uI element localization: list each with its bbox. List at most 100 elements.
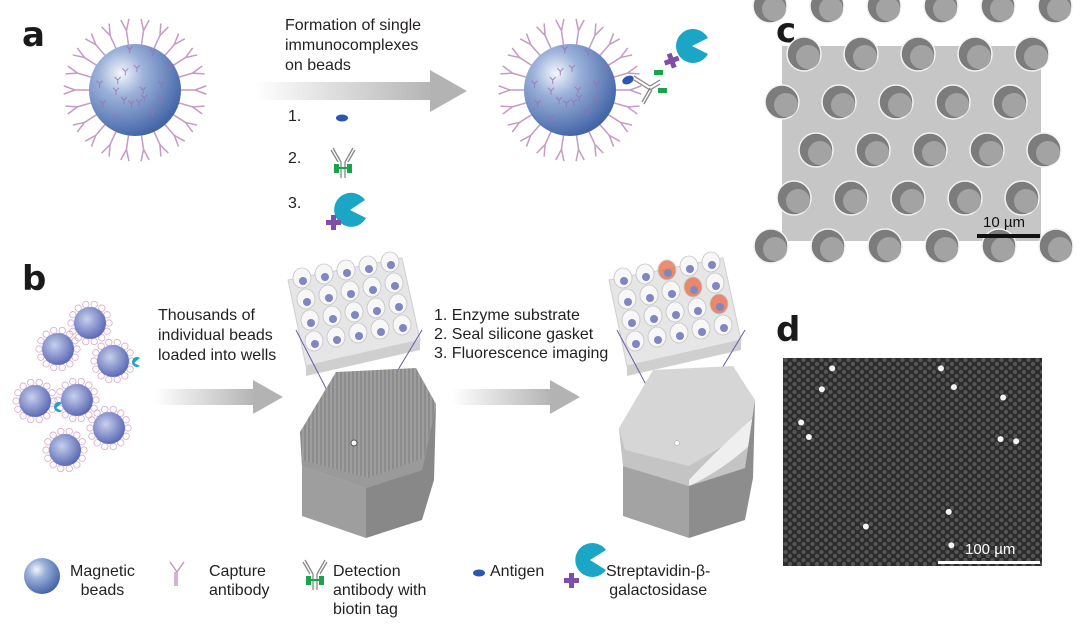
positive-well (664, 269, 672, 277)
bead-in-well (764, 84, 800, 120)
legend-label-detection-antibody: Detection antibody with biotin tag (333, 563, 427, 618)
well-array-magnified (287, 251, 421, 376)
panel-d-scale-bar (938, 561, 1040, 564)
fluorescence-image (783, 358, 1042, 566)
step-1-number: 1. (288, 108, 302, 125)
fluorescent-well-spot (829, 365, 836, 372)
well (325, 294, 333, 302)
bead-in-well (776, 180, 812, 216)
fluorescent-well-spot (862, 523, 869, 530)
panel-b-arrow2 (452, 380, 580, 414)
bead-in-well (810, 228, 846, 264)
magnetic-bead-icon (49, 434, 81, 466)
bead-in-well (1014, 36, 1050, 72)
step-3-number: 3. (288, 195, 302, 212)
well (676, 332, 684, 340)
capture-antibody-icon (596, 121, 621, 147)
bead-in-well (912, 132, 948, 168)
capture-antibody-icon (507, 47, 536, 68)
bead-in-well (924, 228, 960, 264)
well (311, 340, 319, 348)
bead-in-well (878, 84, 914, 120)
bead-in-well (1004, 180, 1040, 216)
well (303, 298, 311, 306)
well (650, 315, 658, 323)
positive-well (690, 286, 698, 294)
capture-antibody-icon (72, 47, 101, 68)
capture-antibody-icon (536, 127, 554, 157)
capture-antibody-icon (500, 101, 530, 115)
well-array-chip (295, 329, 436, 538)
well (387, 261, 395, 269)
bead-in-well (798, 132, 834, 168)
bead-in-well (900, 36, 936, 72)
well (712, 282, 720, 290)
panel-a-arrow-caption: Formation of single immunocomplexes on b… (285, 17, 422, 74)
panel-b-arrow1-caption: Thousands of individual beads loaded int… (158, 307, 277, 364)
capture-antibody-icon (519, 121, 544, 147)
well (668, 290, 676, 298)
well (299, 277, 307, 285)
well (399, 324, 407, 332)
bead-in-well (786, 36, 822, 72)
bead-in-well (1038, 228, 1074, 264)
well (391, 282, 399, 290)
bead-in-well (992, 84, 1028, 120)
well (329, 315, 337, 323)
well (694, 307, 702, 315)
panel-b-step-3: 3. Fluorescence imaging (434, 345, 609, 362)
magnetic-bead-icon (89, 44, 181, 136)
capture-antibody-icon (555, 131, 565, 162)
magnetic-bead-icon (524, 44, 616, 136)
capture-antibody-icon (169, 561, 185, 586)
well (620, 277, 628, 285)
sem-micrograph (752, 0, 1074, 264)
magnetic-bead-icon (74, 307, 106, 339)
detection-antibody-icon (330, 147, 356, 178)
magnetic-bead-with-capture-antibodies (63, 18, 207, 162)
capture-antibody-icon (175, 65, 205, 79)
well (333, 336, 341, 344)
magnetic-bead-icon (97, 345, 129, 377)
fluorescent-well-spot (818, 386, 825, 393)
well (347, 290, 355, 298)
panel-a-letter: a (22, 15, 45, 55)
capture-antibody-icon (151, 127, 169, 157)
capture-antibody-icon (575, 131, 585, 162)
well (395, 303, 403, 311)
bead-in-well (969, 132, 1005, 168)
bead-in-well (753, 228, 789, 264)
well (646, 294, 654, 302)
well (373, 307, 381, 315)
fluorescent-well-spot (950, 384, 957, 391)
well (642, 273, 650, 281)
step-2-number: 2. (288, 150, 302, 167)
magnetic-bead-icon (93, 412, 125, 444)
streptavidin-beta-galactosidase-icon (326, 192, 366, 230)
capture-antibody-icon (65, 101, 95, 115)
fluorescent-well-spot (1000, 394, 1007, 401)
panel-b-letter: b (22, 259, 47, 299)
capture-antibody-icon (72, 112, 101, 133)
bead-in-well (890, 180, 926, 216)
legend-label-magnetic-beads: Magnetic beads (70, 563, 135, 599)
streptavidin-beta-galactosidase-icon (564, 543, 606, 588)
bead-in-well (821, 84, 857, 120)
legend-label-streptavidin-beta-galactosidase: Streptavidin-β- galactosidase (606, 563, 711, 599)
antigen-icon (336, 114, 348, 122)
sealed-well-array-chip (616, 329, 755, 538)
well (632, 340, 640, 348)
capture-antibody-icon (101, 23, 119, 53)
well (686, 265, 694, 273)
fluorescent-well-spot (945, 508, 952, 515)
well (672, 311, 680, 319)
bead-in-well (957, 36, 993, 72)
capture-antibody-icon (84, 33, 109, 59)
capture-antibody-icon (500, 65, 530, 79)
capture-antibody-icon (65, 65, 95, 79)
bead-in-well (866, 0, 902, 24)
capture-antibody-icon (507, 112, 536, 133)
capture-antibody-icon (161, 33, 186, 59)
panel-b-arrow1 (155, 380, 283, 414)
bead-in-well (935, 84, 971, 120)
